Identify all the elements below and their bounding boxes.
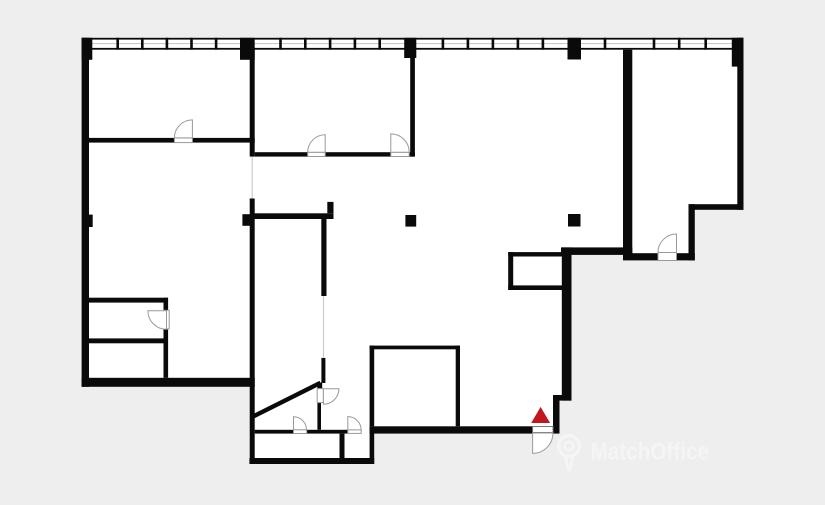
svg-text:MatchOffice: MatchOffice [591,439,710,466]
